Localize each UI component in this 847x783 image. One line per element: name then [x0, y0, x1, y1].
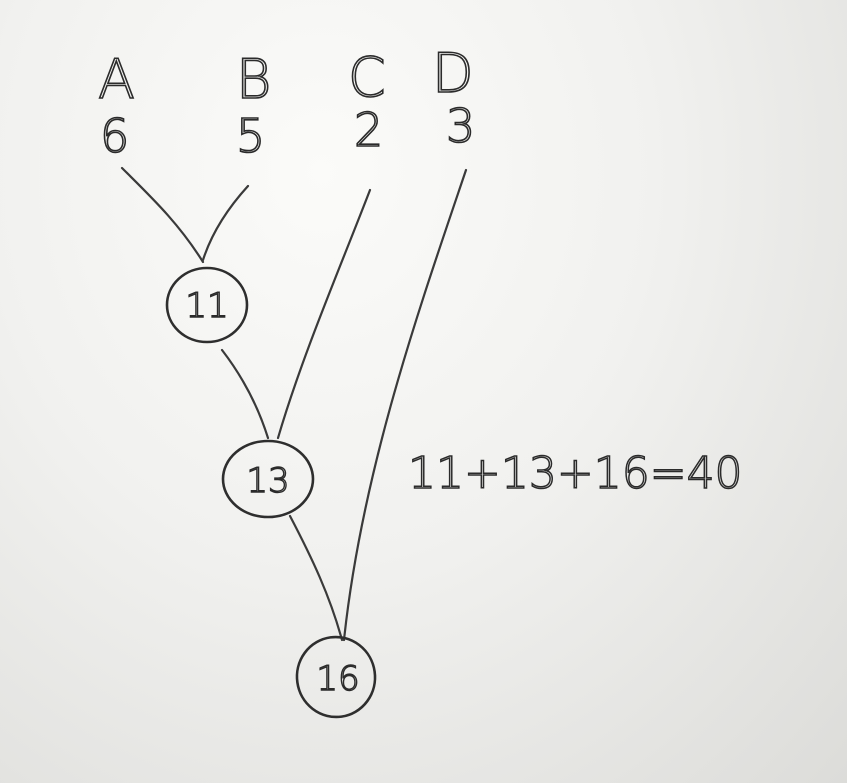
- tree-node-16: 16: [295, 635, 377, 719]
- edge-c-to-13: [276, 188, 372, 440]
- total-cost-equation: 11+13+16=40: [408, 448, 743, 499]
- leaf-weight-d: 3: [446, 99, 475, 153]
- node-ring: [165, 266, 249, 344]
- leaf-letter-b: B: [236, 48, 271, 111]
- node-value: 13: [246, 461, 289, 501]
- leaf-letter-a: A: [98, 48, 135, 111]
- leaf-weight-a: 6: [100, 109, 129, 163]
- leaf-letter-d: D: [432, 42, 474, 105]
- edge-13-to-16: [288, 514, 344, 642]
- tree-node-13: 13: [221, 439, 315, 519]
- leaf-weight-c: 2: [354, 103, 383, 157]
- tree-edges: [120, 166, 468, 642]
- node-ring: [221, 439, 315, 519]
- leaf-letter-c: C: [348, 46, 386, 109]
- tree-node-11: 11: [165, 266, 249, 344]
- edge-d-to-16: [342, 168, 468, 642]
- edge-a-to-11: [120, 166, 205, 264]
- leaf-weights: 6 5 2 3: [99, 98, 476, 164]
- node-value: 11: [185, 286, 228, 326]
- node-ring: [295, 635, 377, 719]
- node-value: 16: [316, 659, 359, 699]
- edge-11-to-13: [220, 348, 270, 440]
- edge-b-to-11: [201, 184, 250, 262]
- leaf-letters: A B C D: [97, 41, 474, 112]
- leaf-weight-b: 5: [236, 109, 265, 163]
